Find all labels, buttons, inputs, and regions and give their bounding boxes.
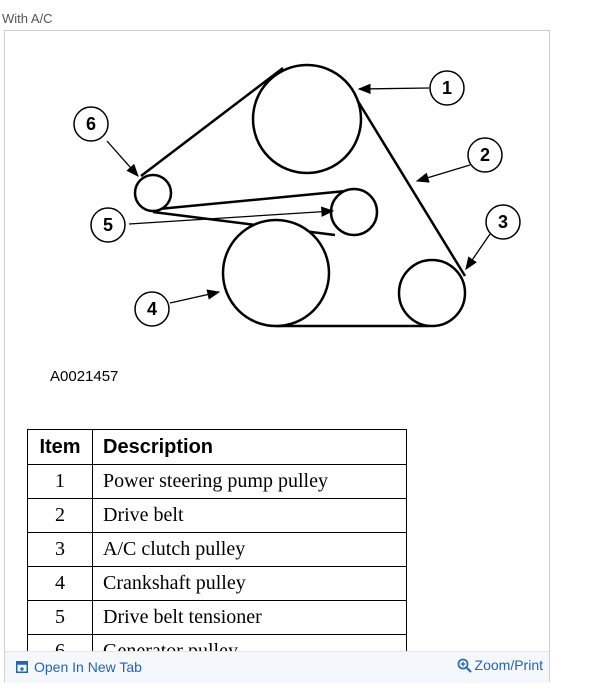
- callout-6-circle: [73, 106, 109, 142]
- table-row: 1 Power steering pump pulley: [27, 464, 407, 499]
- row-item: 1: [27, 464, 93, 499]
- caption: With A/C: [2, 11, 53, 26]
- power-steering-pump-pulley: [251, 63, 363, 175]
- open-in-new-tab-label: Open In New Tab: [34, 659, 142, 675]
- drive-belt-tensioner: [329, 187, 379, 237]
- open-in-new-tab-link[interactable]: Open In New Tab: [16, 659, 142, 675]
- leader-line-1: [357, 83, 430, 95]
- callout-4: 4: [147, 299, 157, 319]
- callout-2: 2: [480, 145, 490, 165]
- figure-frame: 1 2 3 4 5 6 A0021457 Item Description 1 …: [4, 30, 550, 683]
- callout-6: 6: [86, 114, 96, 134]
- leader-line-4: [169, 289, 221, 304]
- leader-line-5: [128, 206, 335, 225]
- row-description: Drive belt: [92, 498, 407, 533]
- callout-1-circle: [429, 70, 465, 106]
- table-row: 3 A/C clutch pulley: [27, 532, 407, 567]
- row-description: A/C clutch pulley: [92, 532, 407, 567]
- row-description: Drive belt tensioner: [92, 600, 407, 635]
- leader-line-6: [106, 140, 139, 177]
- generator-pulley: [133, 173, 173, 213]
- row-item: 2: [27, 498, 93, 533]
- ac-clutch-pulley: [397, 258, 467, 328]
- crankshaft-pulley: [221, 218, 331, 328]
- table-row: 2 Drive belt: [27, 498, 407, 533]
- callout-5: 5: [103, 215, 113, 235]
- row-item: 3: [27, 532, 93, 567]
- row-description: Power steering pump pulley: [92, 464, 407, 499]
- figure-footer: Open In New Tab Zoom/Print: [5, 651, 549, 683]
- figure-id: A0021457: [50, 368, 119, 385]
- row-item: 5: [27, 600, 93, 635]
- belt-routing-diagram: 1 2 3 4 5 6: [73, 63, 521, 328]
- zoom-print-label: Zoom/Print: [474, 657, 543, 673]
- row-description: Crankshaft pulley: [92, 566, 407, 601]
- callout-2-circle: [467, 137, 503, 173]
- callout-4-circle: [134, 291, 170, 327]
- table-row: 5 Drive belt tensioner: [27, 600, 407, 635]
- leader-line-3: [465, 233, 491, 271]
- callout-5-circle: [90, 207, 126, 243]
- callout-1: 1: [442, 78, 452, 98]
- header-item: Item: [27, 429, 93, 465]
- open-new-tab-icon: [16, 661, 28, 673]
- table-row: 4 Crankshaft pulley: [27, 566, 407, 601]
- callout-3-circle: [485, 204, 521, 240]
- zoom-print-link[interactable]: Zoom/Print: [457, 657, 543, 673]
- header-description: Description: [92, 429, 407, 465]
- callout-3: 3: [498, 212, 508, 232]
- row-item: 4: [27, 566, 93, 601]
- legend-header-row: Item Description: [27, 429, 407, 465]
- magnifier-plus-icon: [457, 658, 472, 673]
- leader-line-2: [415, 164, 471, 183]
- legend-table: Item Description 1 Power steering pump p…: [27, 429, 407, 669]
- drive-belt: [140, 67, 467, 328]
